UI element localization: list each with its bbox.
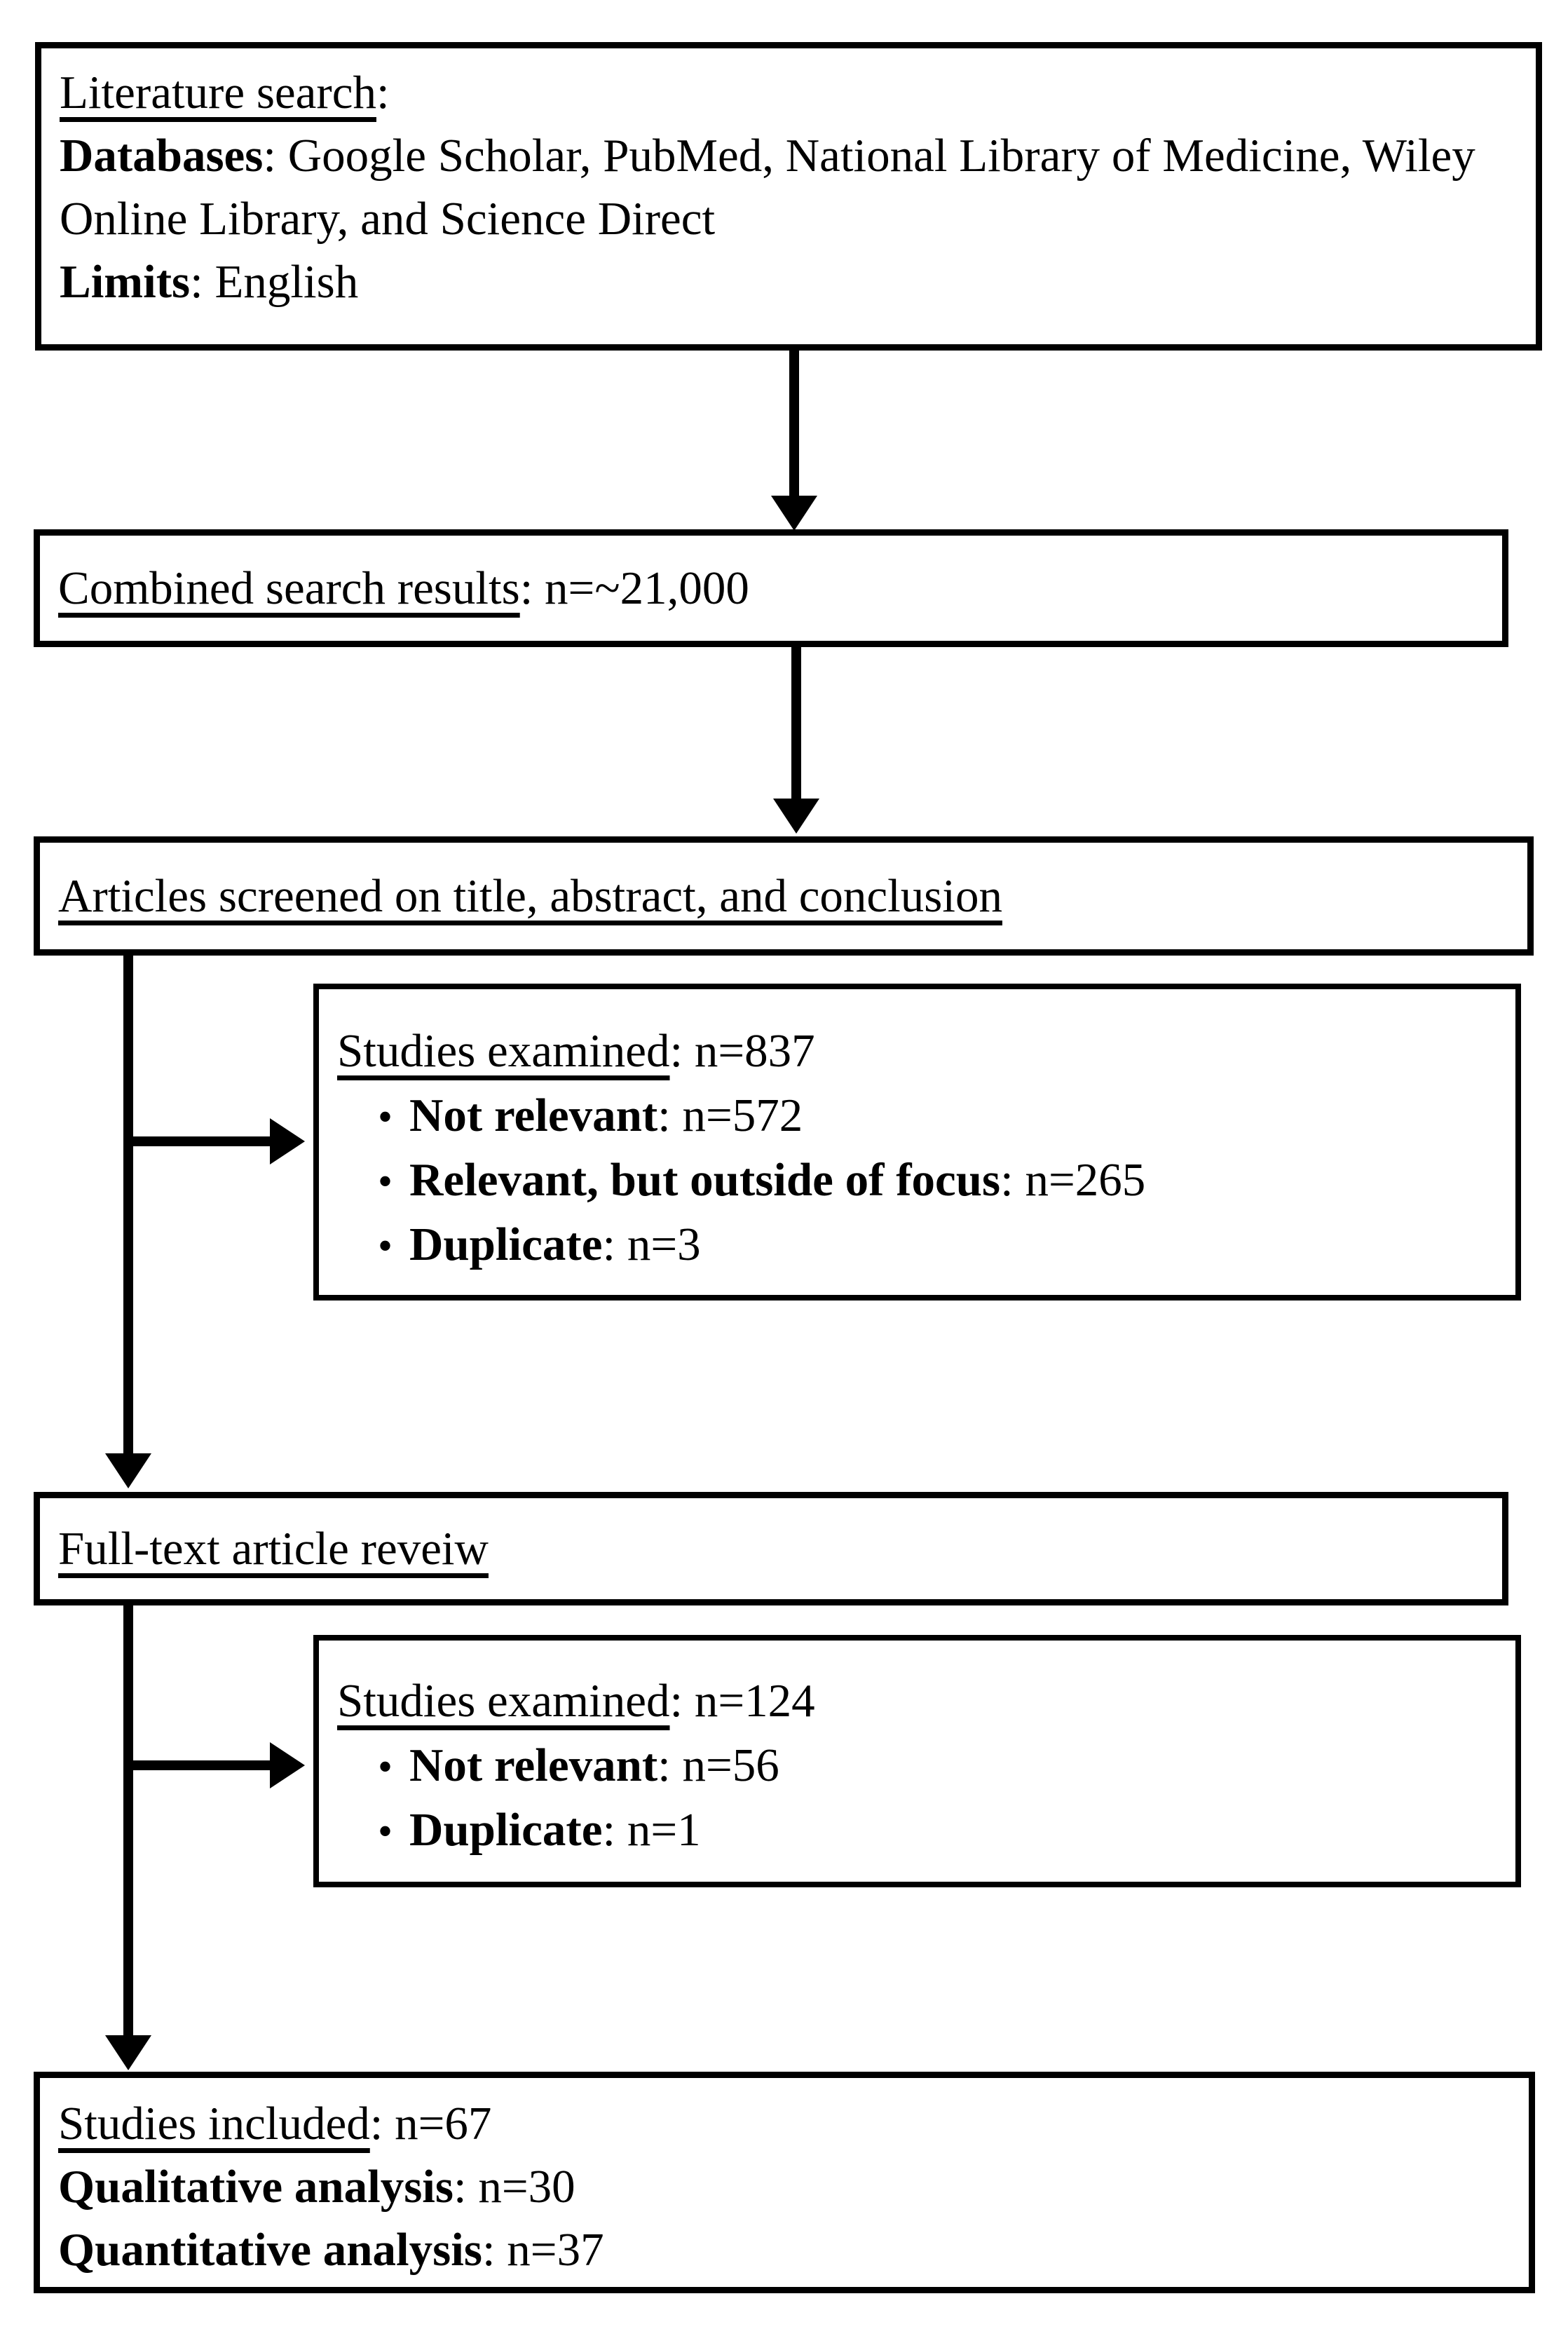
fulltext-exclusions-header: Studies examined: n=124 bbox=[337, 1669, 1499, 1733]
connector-line-3 bbox=[123, 954, 133, 1455]
quantitative-count: : n=37 bbox=[482, 2224, 604, 2276]
included-count: : n=67 bbox=[369, 2098, 492, 2150]
screening-title: Articles screened on title, abstract, an… bbox=[58, 870, 1002, 922]
literature-search-title-colon: : bbox=[376, 67, 390, 118]
exclusion-count: : n=3 bbox=[602, 1218, 701, 1270]
screening-box: Articles screened on title, abstract, an… bbox=[34, 836, 1534, 956]
fulltext-review-box: Full-text article reveiw bbox=[34, 1492, 1508, 1605]
combined-results-value: : n=~21,000 bbox=[519, 562, 749, 614]
literature-search-title-line: Literature search: bbox=[60, 61, 1518, 124]
exclusion-count: : n=1 bbox=[602, 1804, 701, 1856]
quantitative-line: Quantitative analysis: n=37 bbox=[58, 2218, 1512, 2281]
exclusion-reason: Not relevant: n=572 bbox=[409, 1083, 803, 1148]
list-item: • Duplicate: n=3 bbox=[378, 1212, 1499, 1277]
arrow-down-icon-3 bbox=[105, 1453, 151, 1488]
connector-line-5 bbox=[123, 1604, 133, 2039]
exclusion-label: Duplicate bbox=[409, 1218, 603, 1270]
combined-results-line: Combined search results: n=~21,000 bbox=[58, 557, 749, 620]
list-item: • Relevant, but outside of focus: n=265 bbox=[378, 1148, 1499, 1212]
exclusion-count: : n=572 bbox=[657, 1089, 803, 1141]
studies-included-box: Studies included: n=67 Qualitative analy… bbox=[34, 2072, 1535, 2293]
exclusion-count: : n=265 bbox=[1000, 1154, 1146, 1206]
connector-line-1 bbox=[789, 349, 799, 500]
list-item: • Not relevant: n=572 bbox=[378, 1083, 1499, 1148]
bullet-dot-icon: • bbox=[378, 1744, 393, 1790]
bullet-dot-icon: • bbox=[378, 1808, 393, 1854]
arrow-right-icon-1 bbox=[270, 1118, 305, 1164]
qualitative-label: Qualitative analysis bbox=[58, 2161, 454, 2213]
connector-line-6 bbox=[128, 1760, 270, 1770]
limits-line: Limits: English bbox=[60, 250, 1518, 313]
databases-value: : Google Scholar, PubMed, National Libra… bbox=[60, 130, 1475, 245]
qualitative-count: : n=30 bbox=[453, 2161, 575, 2213]
limits-label: Limits bbox=[60, 256, 191, 308]
exclusion-reason: Duplicate: n=3 bbox=[409, 1212, 701, 1277]
bullet-dot-icon: • bbox=[378, 1158, 393, 1204]
exclusion-label: Duplicate bbox=[409, 1804, 603, 1856]
fulltext-review-title: Full-text article reveiw bbox=[58, 1523, 489, 1575]
bullet-dot-icon: • bbox=[378, 1094, 393, 1140]
exclusion-label: Not relevant bbox=[409, 1739, 658, 1791]
list-item: • Not relevant: n=56 bbox=[378, 1733, 1499, 1798]
fulltext-exclusions-box: Studies examined: n=124 • Not relevant: … bbox=[313, 1635, 1521, 1887]
screening-exclusions-header: Studies examined: n=837 bbox=[337, 1019, 1499, 1083]
limits-value: : English bbox=[190, 256, 359, 308]
exclusion-reason: Relevant, but outside of focus: n=265 bbox=[409, 1148, 1145, 1212]
bullet-dot-icon: • bbox=[378, 1223, 393, 1269]
included-title-line: Studies included: n=67 bbox=[58, 2092, 1512, 2155]
exclusion-label: Relevant, but outside of focus bbox=[409, 1154, 1001, 1206]
arrow-down-icon-1 bbox=[771, 496, 817, 531]
qualitative-line: Qualitative analysis: n=30 bbox=[58, 2155, 1512, 2218]
screening-exclusions-count: : n=837 bbox=[669, 1025, 815, 1077]
combined-results-box: Combined search results: n=~21,000 bbox=[34, 529, 1508, 647]
arrow-down-icon-2 bbox=[773, 799, 819, 834]
databases-line: Databases: Google Scholar, PubMed, Natio… bbox=[60, 124, 1518, 250]
exclusion-reason: Not relevant: n=56 bbox=[409, 1733, 779, 1798]
connector-line-4 bbox=[128, 1136, 270, 1146]
literature-search-box: Literature search: Databases: Google Sch… bbox=[35, 42, 1542, 351]
exclusion-count: : n=56 bbox=[657, 1739, 779, 1791]
list-item: • Duplicate: n=1 bbox=[378, 1798, 1499, 1862]
included-title: Studies included bbox=[58, 2098, 370, 2150]
fulltext-exclusions-title: Studies examined bbox=[337, 1675, 670, 1727]
exclusion-reason: Duplicate: n=1 bbox=[409, 1798, 701, 1862]
combined-results-title: Combined search results bbox=[58, 562, 520, 614]
arrow-down-icon-4 bbox=[105, 2035, 151, 2070]
screening-exclusions-box: Studies examined: n=837 • Not relevant: … bbox=[313, 984, 1521, 1301]
literature-search-title: Literature search bbox=[60, 67, 376, 118]
quantitative-label: Quantitative analysis bbox=[58, 2224, 482, 2276]
databases-label: Databases bbox=[60, 130, 264, 182]
arrow-right-icon-2 bbox=[270, 1742, 305, 1788]
connector-line-2 bbox=[791, 646, 801, 801]
fulltext-exclusions-count: : n=124 bbox=[669, 1675, 815, 1727]
exclusion-label: Not relevant bbox=[409, 1089, 658, 1141]
screening-exclusions-title: Studies examined bbox=[337, 1025, 670, 1077]
